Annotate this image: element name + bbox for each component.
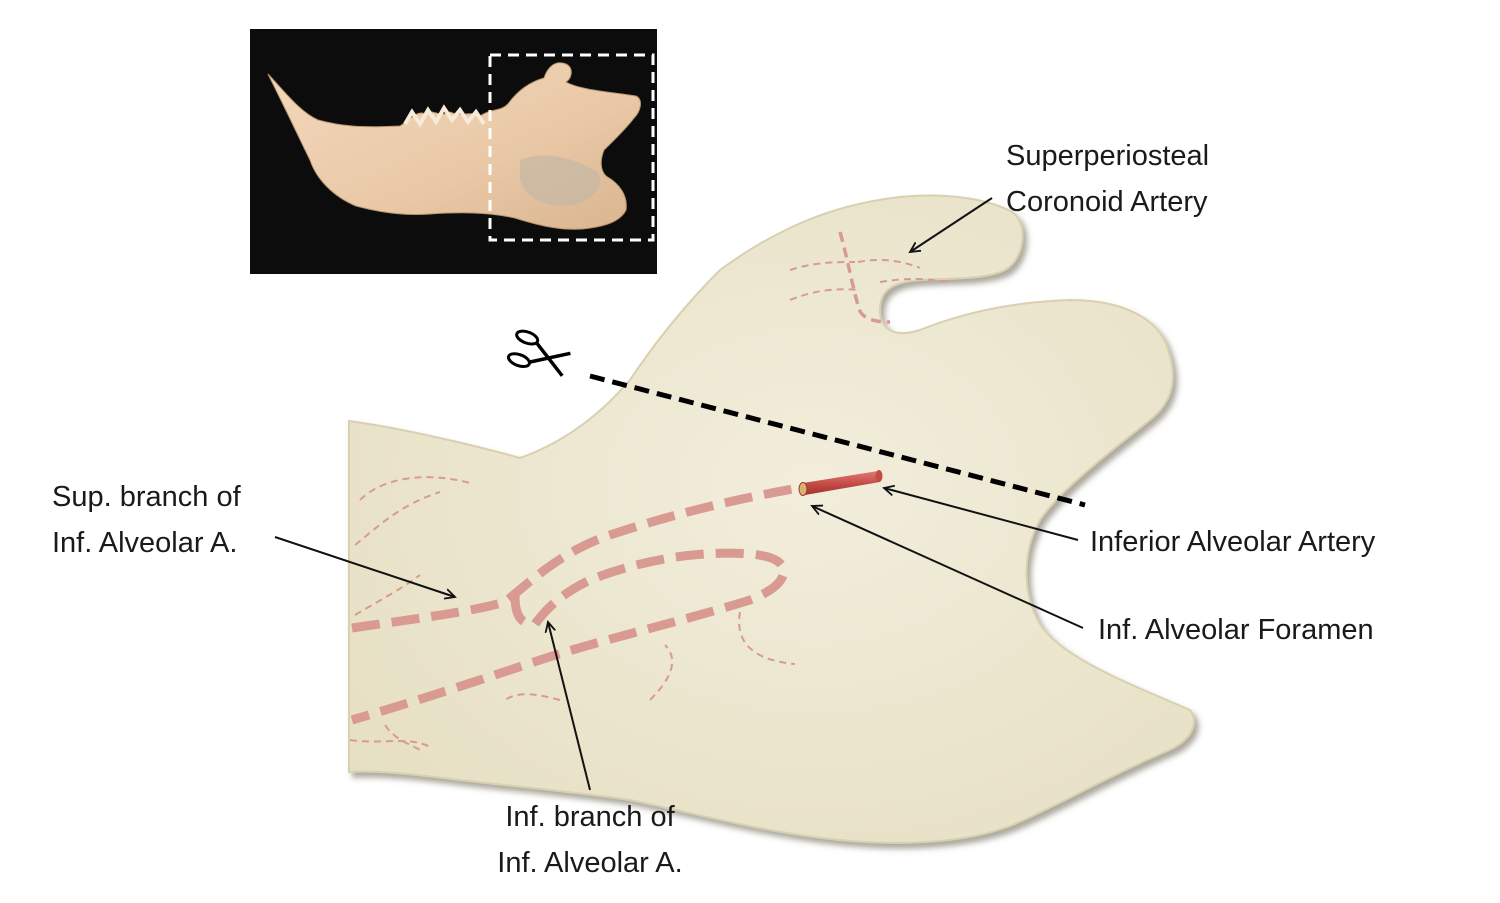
label-coronoid-line2: Coronoid Artery [1006,186,1208,218]
label-sup-branch-line2: Inf. Alveolar A. [52,527,238,559]
cut-line [589,373,1086,508]
arrow-inferior-alveolar-artery [884,488,1079,541]
label-inf-branch-line1: Inf. branch of [505,801,675,833]
label-inferior-alveolar-artery: Inferior Alveolar Artery [1090,526,1376,558]
label-sup-branch-line1: Sup. branch of [52,481,241,513]
photo-ramus-shadow [520,155,601,206]
inferior-branch-vessel [350,548,789,725]
arrow-sup-branch [274,536,455,597]
foramen-opening [798,482,808,496]
arrow-foramen [812,506,1084,629]
arrow-inf-branch [548,622,591,791]
scissors-icon [506,329,571,377]
arrow-coronoid [910,197,993,252]
superior-branch-vessel [351,482,806,633]
photo-teeth [403,104,486,128]
label-foramen: Inf. Alveolar Foramen [1098,614,1374,646]
inferior-alveolar-artery-segment [798,470,883,496]
mandible-photo [250,29,657,274]
label-arrows [274,197,1084,791]
photo-selection-box [488,53,655,242]
mandible-bone-shape [348,194,1195,844]
coronoid-artery-vessel [838,231,891,324]
label-inf-branch-line2: Inf. Alveolar A. [497,847,683,879]
small-vessel-branches [349,259,949,751]
label-coronoid-line1: Superperiosteal [1006,140,1210,172]
